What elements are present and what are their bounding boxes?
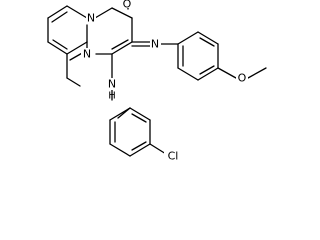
bond	[199, 37, 215, 47]
atom-n-pyrimidine: N	[83, 48, 91, 61]
pyridine-ring	[47, 5, 88, 87]
bond	[197, 67, 219, 81]
bond	[52, 39, 68, 50]
bond	[47, 41, 68, 55]
atom-o-methoxy: O	[238, 72, 247, 85]
methoxyphenyl-imine	[131, 31, 267, 81]
bond	[47, 5, 68, 19]
bond	[94, 7, 113, 19]
bond	[129, 143, 151, 157]
bond	[177, 67, 199, 81]
bond	[66, 41, 88, 55]
atom-n-imine: N	[151, 38, 159, 51]
bond	[111, 39, 129, 50]
atom-n-amine: N	[108, 78, 116, 91]
atom-n-pyridine: N	[87, 12, 95, 25]
bond	[199, 65, 215, 75]
chlorophenyl-amine	[109, 53, 167, 157]
bond	[51, 11, 68, 23]
bond	[131, 113, 147, 123]
bond	[217, 67, 237, 79]
bond	[129, 107, 151, 121]
bond	[66, 5, 88, 19]
bond	[197, 31, 219, 45]
bond	[109, 107, 131, 121]
bond	[111, 7, 133, 19]
bond	[111, 41, 133, 55]
bond	[66, 77, 81, 87]
bond	[177, 31, 199, 45]
bond	[109, 143, 131, 157]
pyrimidinone-ring	[86, 2, 133, 55]
atom-o-carbonyl: O	[123, 0, 132, 11]
atom-cl: Cl	[168, 150, 179, 163]
atom-h-amine: H	[108, 91, 116, 102]
atom-labels: N O N N N H O Cl	[81, 0, 248, 163]
chemical-structure-diagram: N O N N N H O Cl	[47, 0, 267, 163]
bond	[149, 143, 167, 155]
bond	[247, 67, 267, 79]
bond	[131, 141, 147, 151]
